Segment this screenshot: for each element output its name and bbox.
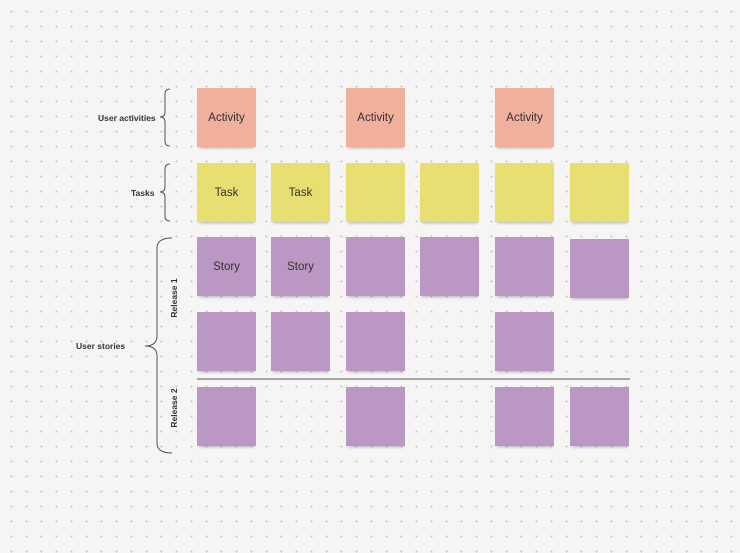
story-sticky-note[interactable] <box>271 312 330 371</box>
story-sticky-note[interactable] <box>495 387 554 446</box>
story-sticky-note[interactable] <box>495 312 554 371</box>
task-sticky-note[interactable]: Task <box>271 163 330 222</box>
story-sticky-note[interactable] <box>420 237 479 296</box>
release-2-label: Release 2 <box>169 388 179 428</box>
tasks-brace <box>159 163 171 222</box>
task-sticky-note[interactable] <box>420 163 479 222</box>
story-sticky-note[interactable] <box>346 312 405 371</box>
user-stories-label: User stories <box>76 341 126 351</box>
story-sticky-note[interactable]: Story <box>197 237 256 296</box>
task-sticky-note[interactable]: Task <box>197 163 256 222</box>
story-sticky-note[interactable] <box>346 237 405 296</box>
activity-sticky-note[interactable]: Activity <box>197 88 256 147</box>
task-sticky-note[interactable] <box>346 163 405 222</box>
task-sticky-note[interactable] <box>495 163 554 222</box>
activity-sticky-note[interactable]: Activity <box>346 88 405 147</box>
task-sticky-note[interactable] <box>570 163 629 222</box>
story-sticky-note[interactable] <box>495 237 554 296</box>
release-1-label: Release 1 <box>169 278 179 318</box>
user-activities-label: User activities <box>98 113 156 123</box>
story-sticky-note[interactable] <box>197 312 256 371</box>
story-sticky-note[interactable] <box>197 387 256 446</box>
user-activities-brace <box>159 88 171 147</box>
story-sticky-note[interactable]: Story <box>271 237 330 296</box>
tasks-label: Tasks <box>131 188 155 198</box>
story-sticky-note[interactable] <box>346 387 405 446</box>
story-sticky-note[interactable] <box>570 387 629 446</box>
story-sticky-note[interactable] <box>570 239 629 298</box>
activity-sticky-note[interactable]: Activity <box>495 88 554 147</box>
user-stories-brace <box>144 237 173 454</box>
